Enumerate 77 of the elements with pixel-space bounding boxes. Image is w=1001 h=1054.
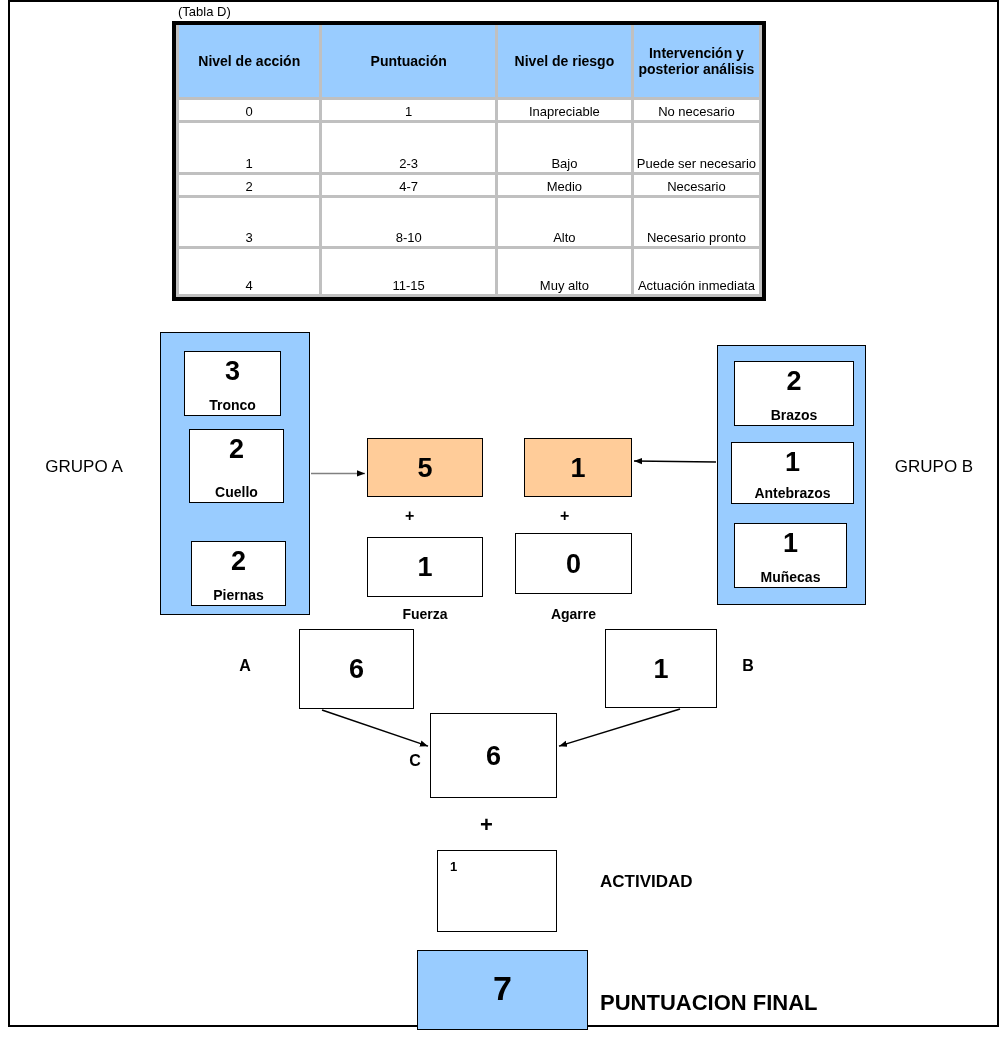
score-value: 1 [569, 452, 587, 484]
body-part-label: Muñecas [759, 569, 822, 585]
score-value: 6 [485, 740, 502, 772]
group-title: GRUPO A [44, 457, 124, 477]
table-cell: 2-3 [320, 121, 497, 174]
score-box [515, 533, 632, 594]
table-cell: Puede ser necesario [632, 121, 761, 174]
score-box [367, 438, 483, 497]
box-caption: Agarre [549, 606, 598, 622]
box-caption: A [238, 657, 252, 675]
table-cell: 3 [177, 196, 321, 248]
score-value: 1 [782, 528, 799, 559]
table-caption: (Tabla D) [178, 4, 231, 19]
table-cell: No necesario [632, 98, 761, 122]
plus-sign: + [560, 507, 570, 525]
score-value: 7 [492, 969, 513, 1008]
score-box [184, 351, 281, 416]
score-value: 1 [652, 653, 670, 685]
body-part-label: Cuello [214, 484, 259, 500]
arrow [558, 708, 681, 747]
score-box [191, 541, 286, 606]
score-box [189, 429, 284, 503]
arrow [321, 709, 429, 747]
arrow [310, 470, 366, 477]
table-cell: 1 [320, 98, 497, 122]
table-cell: Necesario [632, 173, 761, 197]
table-cell: Muy alto [496, 247, 633, 296]
score-value: 1 [416, 552, 434, 583]
table-cell: Bajo [496, 121, 633, 174]
box-caption: B [741, 657, 755, 675]
score-value: 3 [224, 356, 241, 387]
score-box [437, 850, 557, 932]
body-part-label: Brazos [769, 407, 819, 423]
body-part-label: Tronco [208, 397, 257, 413]
score-box [605, 629, 717, 708]
score-value: 2 [228, 434, 245, 465]
score-box [734, 523, 847, 588]
score-box [524, 438, 632, 497]
table-cell: 0 [177, 98, 321, 122]
plus-sign: + [405, 507, 415, 525]
score-value: 1 [450, 859, 458, 874]
table-cell: 8-10 [320, 196, 497, 248]
plus-sign: + [480, 812, 493, 838]
box-caption: Fuerza [401, 606, 449, 622]
score-value: 0 [565, 548, 582, 580]
table-cell: Medio [496, 173, 633, 197]
score-box [731, 442, 854, 504]
header-cell: Intervención y posterior análisis [632, 25, 761, 99]
box-caption: ACTIVIDAD [600, 872, 694, 892]
score-value: 1 [784, 447, 801, 478]
table-cell: Alto [496, 196, 633, 248]
score-box [430, 713, 557, 798]
score-box [367, 537, 483, 597]
table-cell: 4-7 [320, 173, 497, 197]
score-value: 5 [416, 452, 434, 484]
score-box [299, 629, 414, 709]
box-caption: C [408, 752, 422, 770]
body-part-label: Piernas [212, 587, 265, 603]
box-caption: PUNTUACION FINAL [600, 990, 819, 1016]
table-cell: Inapreciable [496, 98, 633, 122]
header-cell: Nivel de riesgo [496, 25, 633, 99]
header-cell: Nivel de acción [177, 25, 321, 99]
score-value: 2 [230, 546, 247, 577]
score-value: 6 [348, 654, 365, 685]
score-value: 2 [785, 366, 803, 397]
final-score-box [417, 950, 588, 1030]
table-cell: Necesario pronto [632, 196, 761, 248]
table-cell: 11-15 [320, 247, 497, 296]
arrow [633, 457, 717, 465]
table-cell: 2 [177, 173, 321, 197]
body-part-label: Antebrazos [753, 485, 832, 501]
header-cell: Puntuación [320, 25, 497, 99]
group-title: GRUPO B [893, 457, 975, 477]
score-box [734, 361, 854, 426]
table-cell: 1 [177, 121, 321, 174]
table-cell: Actuación inmediata [632, 247, 761, 296]
table-cell: 4 [177, 247, 321, 296]
